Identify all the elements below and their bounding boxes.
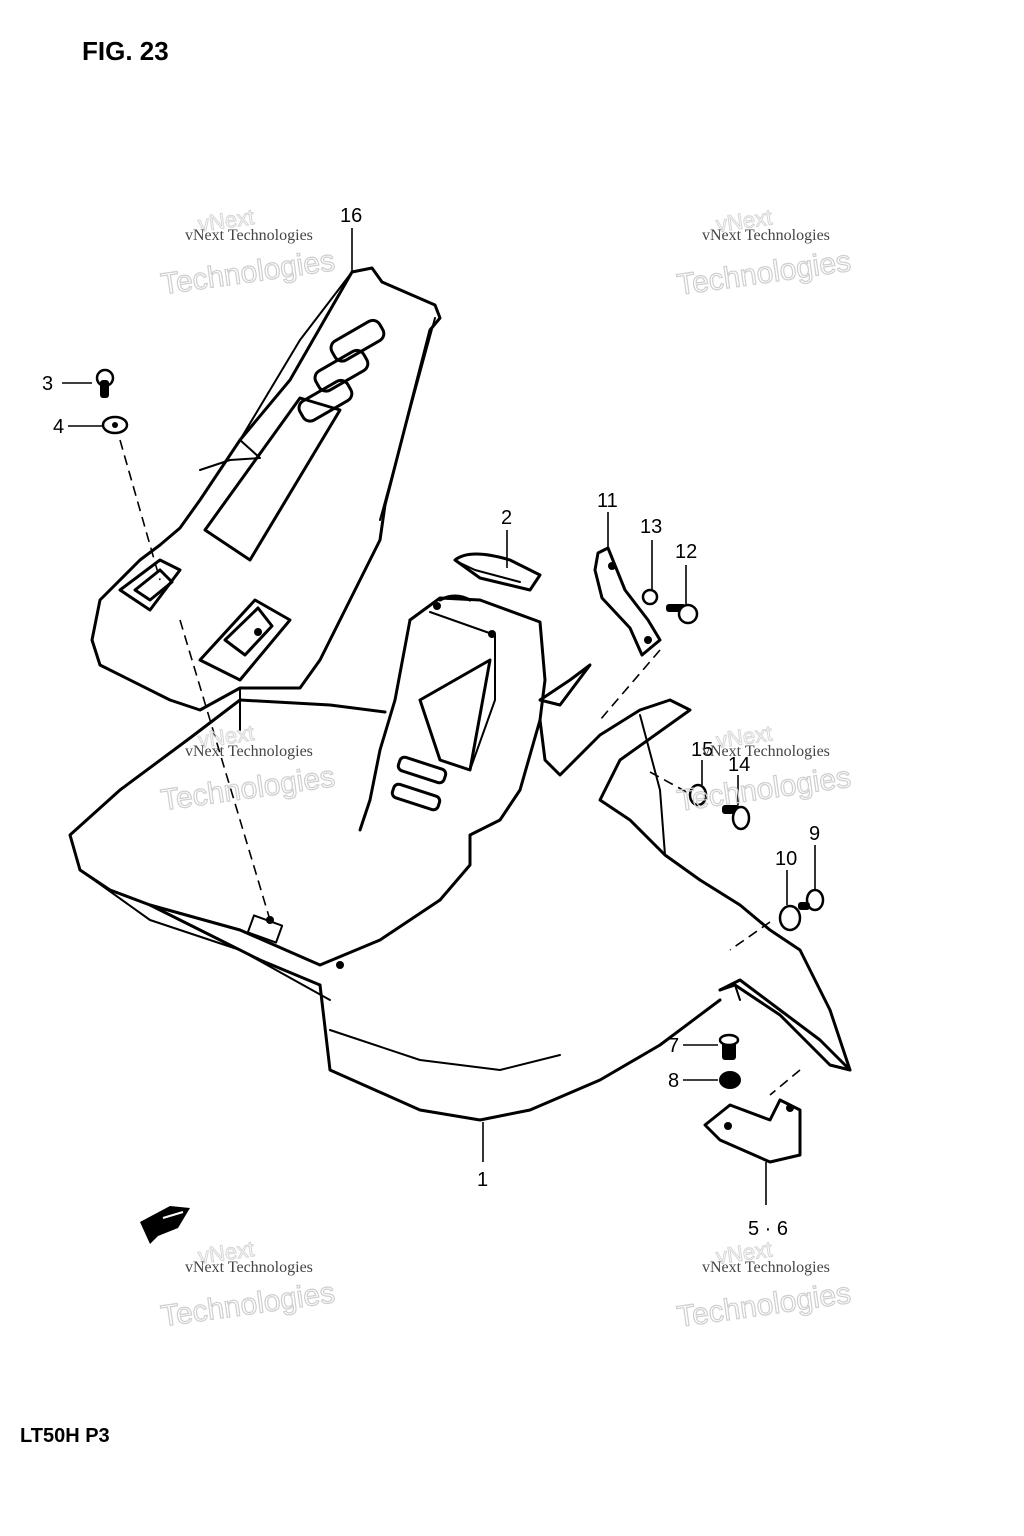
callout-1: 1 bbox=[477, 1169, 488, 1191]
callout-12: 12 bbox=[675, 541, 697, 563]
forward-arrow-icon bbox=[140, 1206, 190, 1244]
leader-lines bbox=[62, 228, 816, 1205]
svg-text:vNext Technologies: vNext Technologies bbox=[185, 743, 313, 760]
part-4-washer bbox=[101, 415, 129, 435]
callout-labels: 16 3 4 2 11 13 12 15 14 10 9 7 8 1 5 · 6 bbox=[42, 205, 820, 1240]
part-5-6-bracket bbox=[703, 1098, 802, 1164]
callout-9: 9 bbox=[809, 823, 820, 845]
callout-14: 14 bbox=[728, 754, 750, 776]
svg-text:vNext Technologies: vNext Technologies bbox=[702, 227, 830, 244]
watermark-top-left: vNext vNext Technologies Technologies bbox=[158, 204, 337, 302]
hardware bbox=[95, 368, 825, 1164]
part-14-screw bbox=[722, 805, 751, 831]
svg-text:vNext Technologies: vNext Technologies bbox=[185, 1259, 313, 1276]
callout-4: 4 bbox=[53, 416, 64, 438]
callout-3: 3 bbox=[42, 373, 53, 395]
svg-text:Technologies: Technologies bbox=[675, 245, 853, 302]
part-7-bolt bbox=[718, 1033, 740, 1060]
callout-16: 16 bbox=[340, 205, 362, 227]
part-3-screw bbox=[95, 368, 115, 398]
part-13-washer bbox=[641, 588, 659, 606]
watermark-top-right: vNext vNext Technologies Technologies bbox=[674, 204, 853, 303]
callout-2: 2 bbox=[501, 507, 512, 529]
callout-7: 7 bbox=[668, 1035, 679, 1057]
watermark-mid-left: vNext vNext Technologies Technologies bbox=[158, 720, 337, 818]
callout-11: 11 bbox=[597, 490, 618, 512]
part-8-nut bbox=[719, 1071, 741, 1089]
svg-text:Technologies: Technologies bbox=[159, 244, 337, 301]
svg-text:Technologies: Technologies bbox=[675, 1277, 853, 1334]
part-15-washer bbox=[688, 783, 708, 807]
figure-title: FIG. 23 bbox=[82, 36, 169, 66]
part-10-washer bbox=[778, 904, 802, 932]
svg-text:vNext Technologies: vNext Technologies bbox=[702, 743, 830, 760]
assembly-lines bbox=[119, 439, 801, 1096]
part-9-screw bbox=[798, 888, 825, 912]
model-code: LT50H P3 bbox=[20, 1425, 110, 1447]
part-16-panel bbox=[90, 266, 442, 731]
callout-8: 8 bbox=[668, 1070, 679, 1092]
part-12-bolt bbox=[666, 603, 699, 625]
callout-13: 13 bbox=[640, 516, 662, 538]
watermark-bottom-left: vNext vNext Technologies Technologies bbox=[158, 1236, 337, 1334]
callout-5-6: 5 · 6 bbox=[748, 1218, 788, 1240]
svg-text:Technologies: Technologies bbox=[159, 1276, 337, 1333]
part-11-bracket bbox=[593, 546, 662, 657]
callout-15: 15 bbox=[691, 739, 713, 761]
svg-text:vNext Technologies: vNext Technologies bbox=[702, 1259, 830, 1276]
svg-text:vNext Technologies: vNext Technologies bbox=[185, 227, 313, 244]
svg-text:Technologies: Technologies bbox=[159, 760, 337, 817]
callout-10: 10 bbox=[775, 848, 797, 870]
part-1-fender bbox=[68, 594, 852, 1122]
watermark-bottom-right: vNext vNext Technologies Technologies bbox=[674, 1236, 853, 1335]
part-2-strip bbox=[453, 552, 542, 592]
